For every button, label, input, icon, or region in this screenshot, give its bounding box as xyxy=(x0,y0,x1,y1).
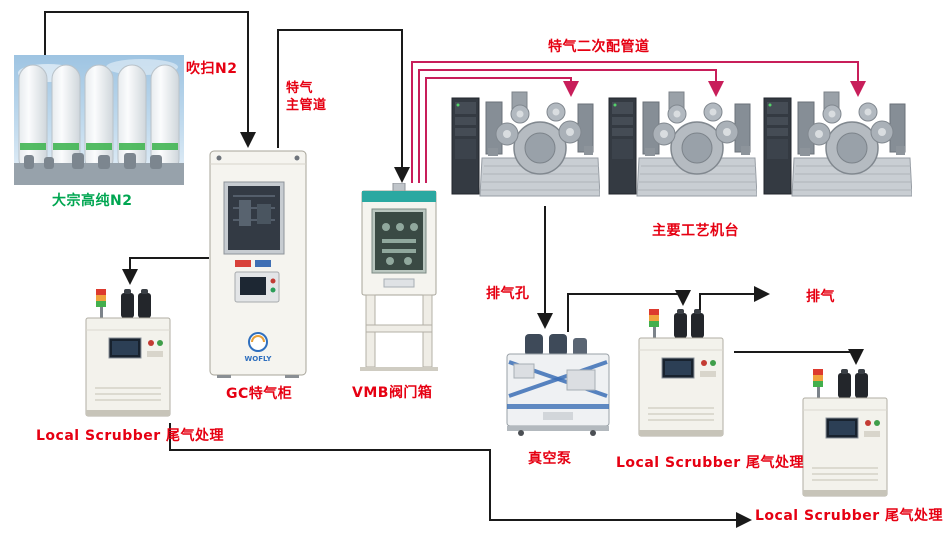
gc-cabinet-label: GC特气柜 xyxy=(226,386,293,402)
bulk-n2-tanks-photo xyxy=(14,55,184,185)
main-pipe-label: 特气 主管道 xyxy=(286,80,327,114)
purge-n2-label: 吹扫N2 xyxy=(186,61,238,77)
process-tools-label: 主要工艺机台 xyxy=(652,223,739,239)
scrubber-image-right xyxy=(792,368,898,503)
scrubber-left-label: Local Scrubber 尾气处理 xyxy=(36,428,225,444)
process-tool-image-1 xyxy=(450,90,600,208)
gc-gas-cabinet-image xyxy=(209,148,307,378)
vmb-label: VMB阀门箱 xyxy=(352,385,433,401)
vacuum-pump-label: 真空泵 xyxy=(528,451,572,467)
pipe-scrubber-to-scrubber xyxy=(734,349,864,365)
exhaust-label: 排气 xyxy=(806,289,835,305)
exhaust-hole-label: 排气孔 xyxy=(486,286,530,302)
vmb-valve-box-image xyxy=(356,183,442,373)
scrubber-right-label: Local Scrubber 尾气处理 xyxy=(755,508,944,524)
process-tool-image-3 xyxy=(762,90,912,208)
scrubber-image-left xyxy=(75,288,181,423)
process-tool-image-2 xyxy=(607,90,757,208)
vacuum-pump-image xyxy=(505,332,611,436)
pipe-gc-to-left-scrubber xyxy=(122,257,209,285)
main-pipe-label-line2: 主管道 xyxy=(286,98,327,113)
scrubber-image-mid xyxy=(628,308,734,443)
bulk-n2-label: 大宗高纯N2 xyxy=(52,193,133,209)
main-pipe-label-line1: 特气 xyxy=(286,81,314,96)
scrubber-mid-label: Local Scrubber 尾气处理 xyxy=(616,455,805,471)
secondary-pipe-label: 特气二次配管道 xyxy=(548,39,650,55)
